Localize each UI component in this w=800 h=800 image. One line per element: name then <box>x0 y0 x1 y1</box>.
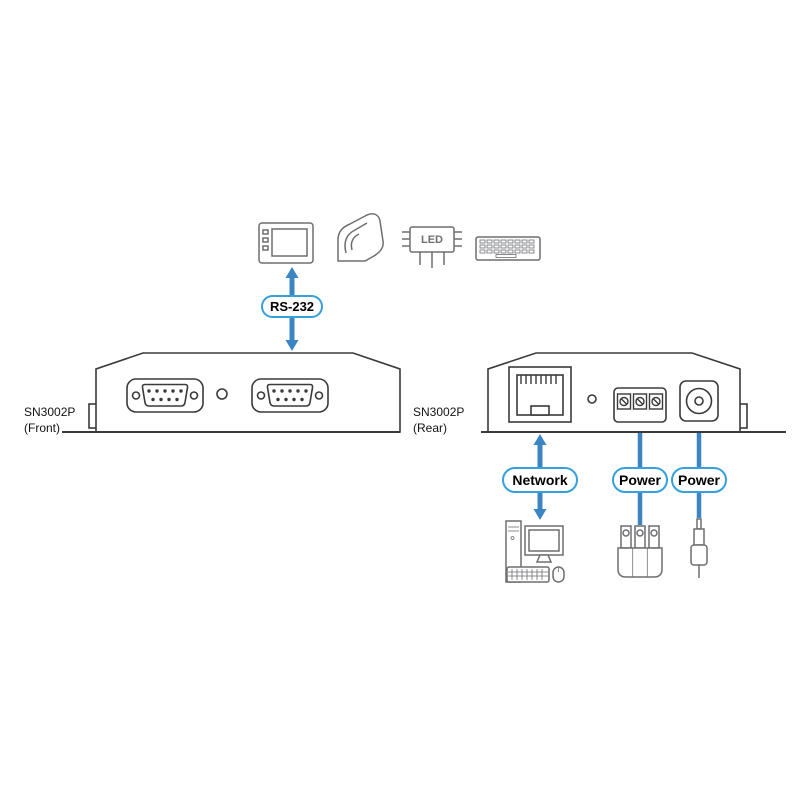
rear-panel-device <box>481 352 786 433</box>
touchscreen-device-icon <box>258 222 314 264</box>
keyboard-device-icon <box>475 236 541 261</box>
monitor-stand <box>535 554 553 563</box>
screw-hole <box>256 391 266 400</box>
terminal-screw <box>619 396 629 407</box>
front-panel-device <box>62 352 401 433</box>
front-led-indicator <box>216 388 228 400</box>
computer-icon <box>505 520 565 583</box>
power-terminal-label-pill: Power <box>612 467 668 493</box>
power-dc-label-pill: Power <box>671 467 727 493</box>
serial-devices-icons: LED <box>258 213 541 268</box>
db9-port-1 <box>126 378 204 413</box>
screw-hole <box>189 391 199 400</box>
led-chip-icon: LED <box>402 226 462 268</box>
arrow-up-head <box>533 434 547 445</box>
rs232-label-pill: RS-232 <box>261 295 323 318</box>
pc-keyboard <box>506 566 550 583</box>
screw-hole <box>314 391 324 400</box>
arrow-up-head <box>285 267 299 278</box>
terminal-screw <box>635 396 645 407</box>
screw-hole <box>131 391 141 400</box>
pc-mouse <box>552 566 565 583</box>
terminal-block-port <box>613 387 667 423</box>
barcode-scanner-icon <box>337 213 384 262</box>
rear-device-view: (Rear) <box>413 420 448 435</box>
arrow-down-head <box>533 509 547 520</box>
db9-pins <box>147 389 183 402</box>
db9-pins <box>272 389 308 402</box>
terminal-screw <box>651 396 661 407</box>
dc-plug-icon <box>690 518 708 578</box>
network-label-pill: Network <box>502 467 578 493</box>
terminal-plug-icon <box>617 525 663 578</box>
dc-power-jack <box>679 380 719 422</box>
rear-device-model: SN3002P <box>413 405 465 419</box>
arrow-down-head <box>285 340 299 351</box>
db9-port-2 <box>251 378 329 413</box>
rear-led-indicator <box>587 394 597 404</box>
front-device-label: SN3002P (Front) <box>24 405 75 436</box>
front-device-view: (Front) <box>24 420 60 435</box>
chip-label: LED <box>421 234 443 246</box>
rj45-port <box>508 366 572 423</box>
front-device-model: SN3002P <box>24 405 76 419</box>
rear-device-label: SN3002P (Rear) <box>413 405 464 436</box>
rj45-clip-notch <box>530 405 550 416</box>
